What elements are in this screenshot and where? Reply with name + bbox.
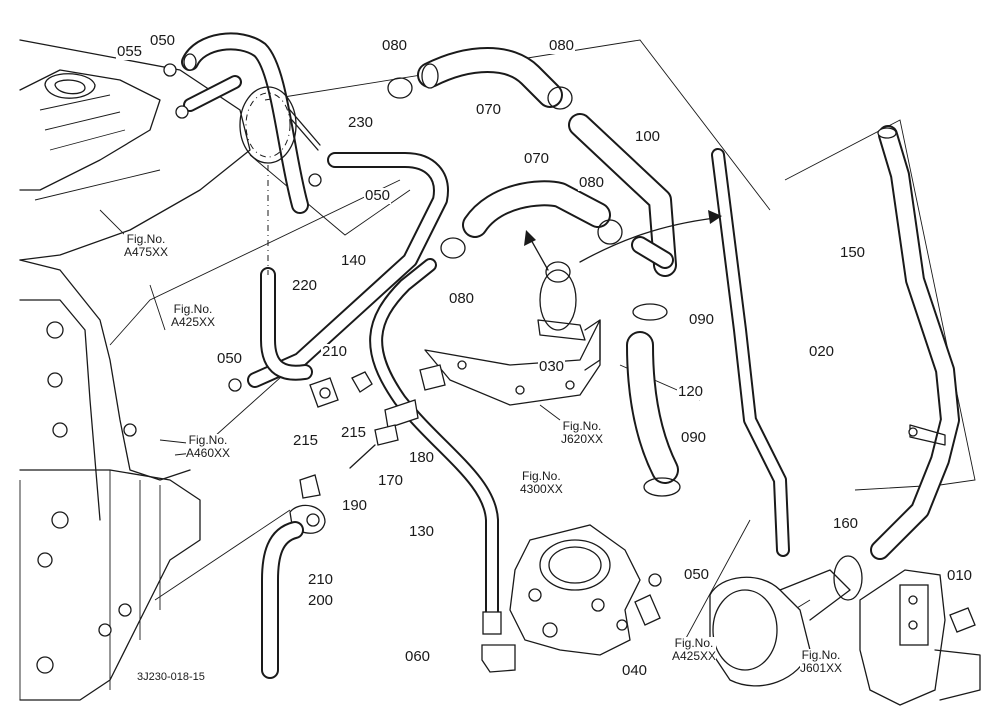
part-label-010: 010 [946, 567, 974, 584]
part-label-140: 140 [340, 252, 368, 269]
part-label-080: 080 [448, 290, 476, 307]
pipe-020 [711, 148, 790, 557]
figure-ref-a425-right: Fig.No. A425XX [672, 636, 717, 663]
hose-070-top [417, 47, 563, 108]
hose-140 [247, 152, 449, 388]
part-label-050: 050 [216, 350, 244, 367]
part-label-070: 070 [523, 150, 551, 167]
part-label-180: 180 [408, 449, 436, 466]
figure-ref-a460: Fig.No. A460XX [186, 433, 231, 460]
part-label-100: 100 [634, 128, 662, 145]
part-label-050: 050 [364, 187, 392, 204]
part-label-080: 080 [548, 37, 576, 54]
flow-arrows [524, 210, 722, 271]
part-label-220: 220 [291, 277, 319, 294]
part-label-080: 080 [381, 37, 409, 54]
hose-120 [626, 331, 679, 484]
drawing-code: 3J230-018-15 [137, 671, 205, 683]
part-label-090: 090 [680, 429, 708, 446]
hose-070-mid [462, 180, 611, 238]
part-label-130: 130 [408, 523, 436, 540]
part-label-160: 160 [832, 515, 860, 532]
part-label-210: 210 [321, 343, 349, 360]
figure-ref-j620: Fig.No. J620XX [561, 419, 604, 446]
pump-housing [509, 524, 662, 656]
part-label-150: 150 [839, 244, 867, 261]
part-label-215: 215 [292, 432, 320, 449]
figure-ref-j601: Fig.No. J601XX [800, 648, 843, 675]
right-bracket [859, 569, 981, 706]
part-label-230: 230 [347, 114, 375, 131]
hose-upper-left [181, 32, 309, 214]
part-label-120: 120 [677, 383, 705, 400]
part-label-060: 060 [404, 648, 432, 665]
hose-clamps [387, 77, 863, 601]
figure-ref-a475: Fig.No. A475XX [124, 232, 169, 259]
engine-block [19, 39, 251, 701]
part-label-200: 200 [307, 592, 335, 609]
part-label-030: 030 [538, 358, 566, 375]
part-label-215: 215 [340, 424, 368, 441]
part-label-055: 055 [116, 43, 144, 60]
bracket-030 [537, 261, 601, 371]
part-label-090: 090 [688, 311, 716, 328]
part-label-210: 210 [307, 571, 335, 588]
pipe-150 [870, 125, 960, 560]
figure-ref-4300: Fig.No. 4300XX [520, 469, 563, 496]
part-label-170: 170 [377, 472, 405, 489]
small-parts [163, 63, 446, 534]
hose-100 [568, 113, 677, 277]
figure-ref-a425-left: Fig.No. A425XX [171, 302, 216, 329]
bracket-j620 [424, 319, 601, 406]
part-label-190: 190 [341, 497, 369, 514]
part-label-080: 080 [578, 174, 606, 191]
part-label-040: 040 [621, 662, 649, 679]
hose-220 [260, 165, 313, 381]
hose-200 [261, 521, 304, 679]
part-label-050: 050 [683, 566, 711, 583]
part-label-020: 020 [808, 343, 836, 360]
part-label-050: 050 [149, 32, 177, 49]
part-label-070: 070 [475, 101, 503, 118]
hose-130 [369, 258, 516, 673]
clamp-230 [239, 86, 321, 164]
